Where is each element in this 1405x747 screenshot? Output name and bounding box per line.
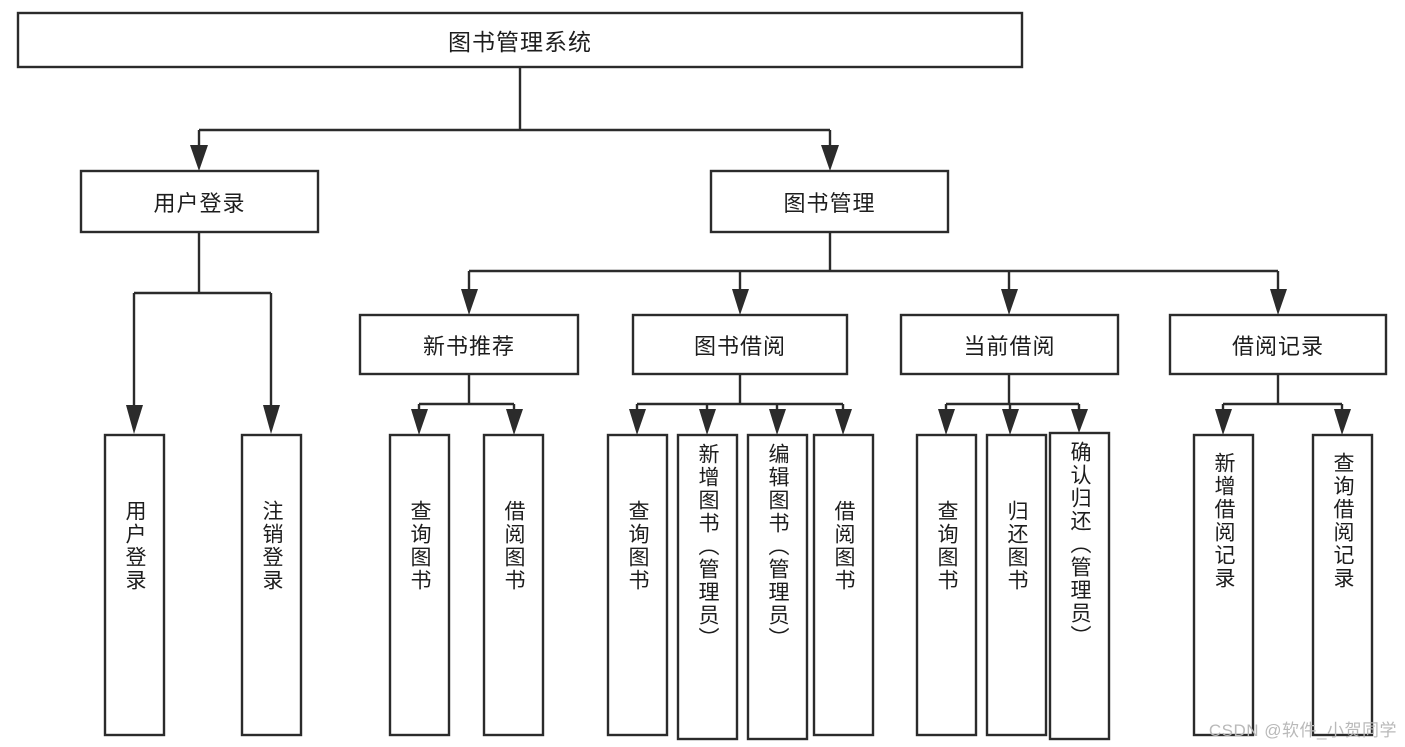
node-borrow-record[interactable] [1168,313,1388,376]
arrow-head-icon [938,409,955,435]
node-leaf-borrow-book-2[interactable] [812,433,875,737]
arrow-head-icon [769,409,786,435]
arrow-head-icon [506,409,523,435]
arrow-head-icon [190,145,208,171]
node-leaf-borrow-book-1[interactable] [482,433,545,737]
arrow-head-icon [126,405,143,434]
arrow-head-icon [1001,289,1018,315]
arrow-head-icon [699,409,716,435]
node-root[interactable] [16,11,1024,69]
node-leaf-add-book[interactable] [676,433,739,741]
node-leaf-query-book-2[interactable] [606,433,669,737]
arrow-head-icon [1270,289,1287,315]
node-new-book-recommend[interactable] [358,313,580,376]
node-leaf-query-record[interactable] [1311,433,1374,737]
node-user-login[interactable] [79,169,320,234]
arrow-head-icon [1002,409,1019,435]
arrow-head-icon [732,289,749,315]
node-leaf-return-book[interactable] [985,433,1048,737]
connector-currentborrow-to-leaves [938,374,1088,435]
node-leaf-logout-login[interactable] [240,433,303,737]
arrow-head-icon [411,409,428,435]
arrow-head-icon [461,289,478,315]
arrow-head-icon [835,409,852,435]
arrow-head-icon [821,145,839,171]
arrow-head-icon [1215,409,1232,435]
connector-bookmgmt-to-level3 [461,232,1287,315]
node-leaf-add-record[interactable] [1192,433,1255,737]
node-book-management[interactable] [709,169,950,234]
node-book-borrow[interactable] [631,313,849,376]
node-leaf-confirm-return[interactable] [1048,431,1111,741]
connector-root-to-level2 [190,67,839,171]
connector-borrowrecord-to-leaves [1215,374,1351,435]
node-leaf-edit-book[interactable] [746,433,809,741]
arrow-head-icon [1071,409,1088,433]
connector-userlogin-to-leaves [126,232,280,434]
node-leaf-query-book-1[interactable] [388,433,451,737]
node-leaf-user-login[interactable] [103,433,166,737]
node-current-borrow[interactable] [899,313,1120,376]
node-leaf-query-book-3[interactable] [915,433,978,737]
arrow-head-icon [263,405,280,434]
connector-newbook-to-leaves [411,374,523,435]
connector-bookborrow-to-leaves [629,374,852,435]
arrow-head-icon [629,409,646,435]
arrow-head-icon [1334,409,1351,435]
